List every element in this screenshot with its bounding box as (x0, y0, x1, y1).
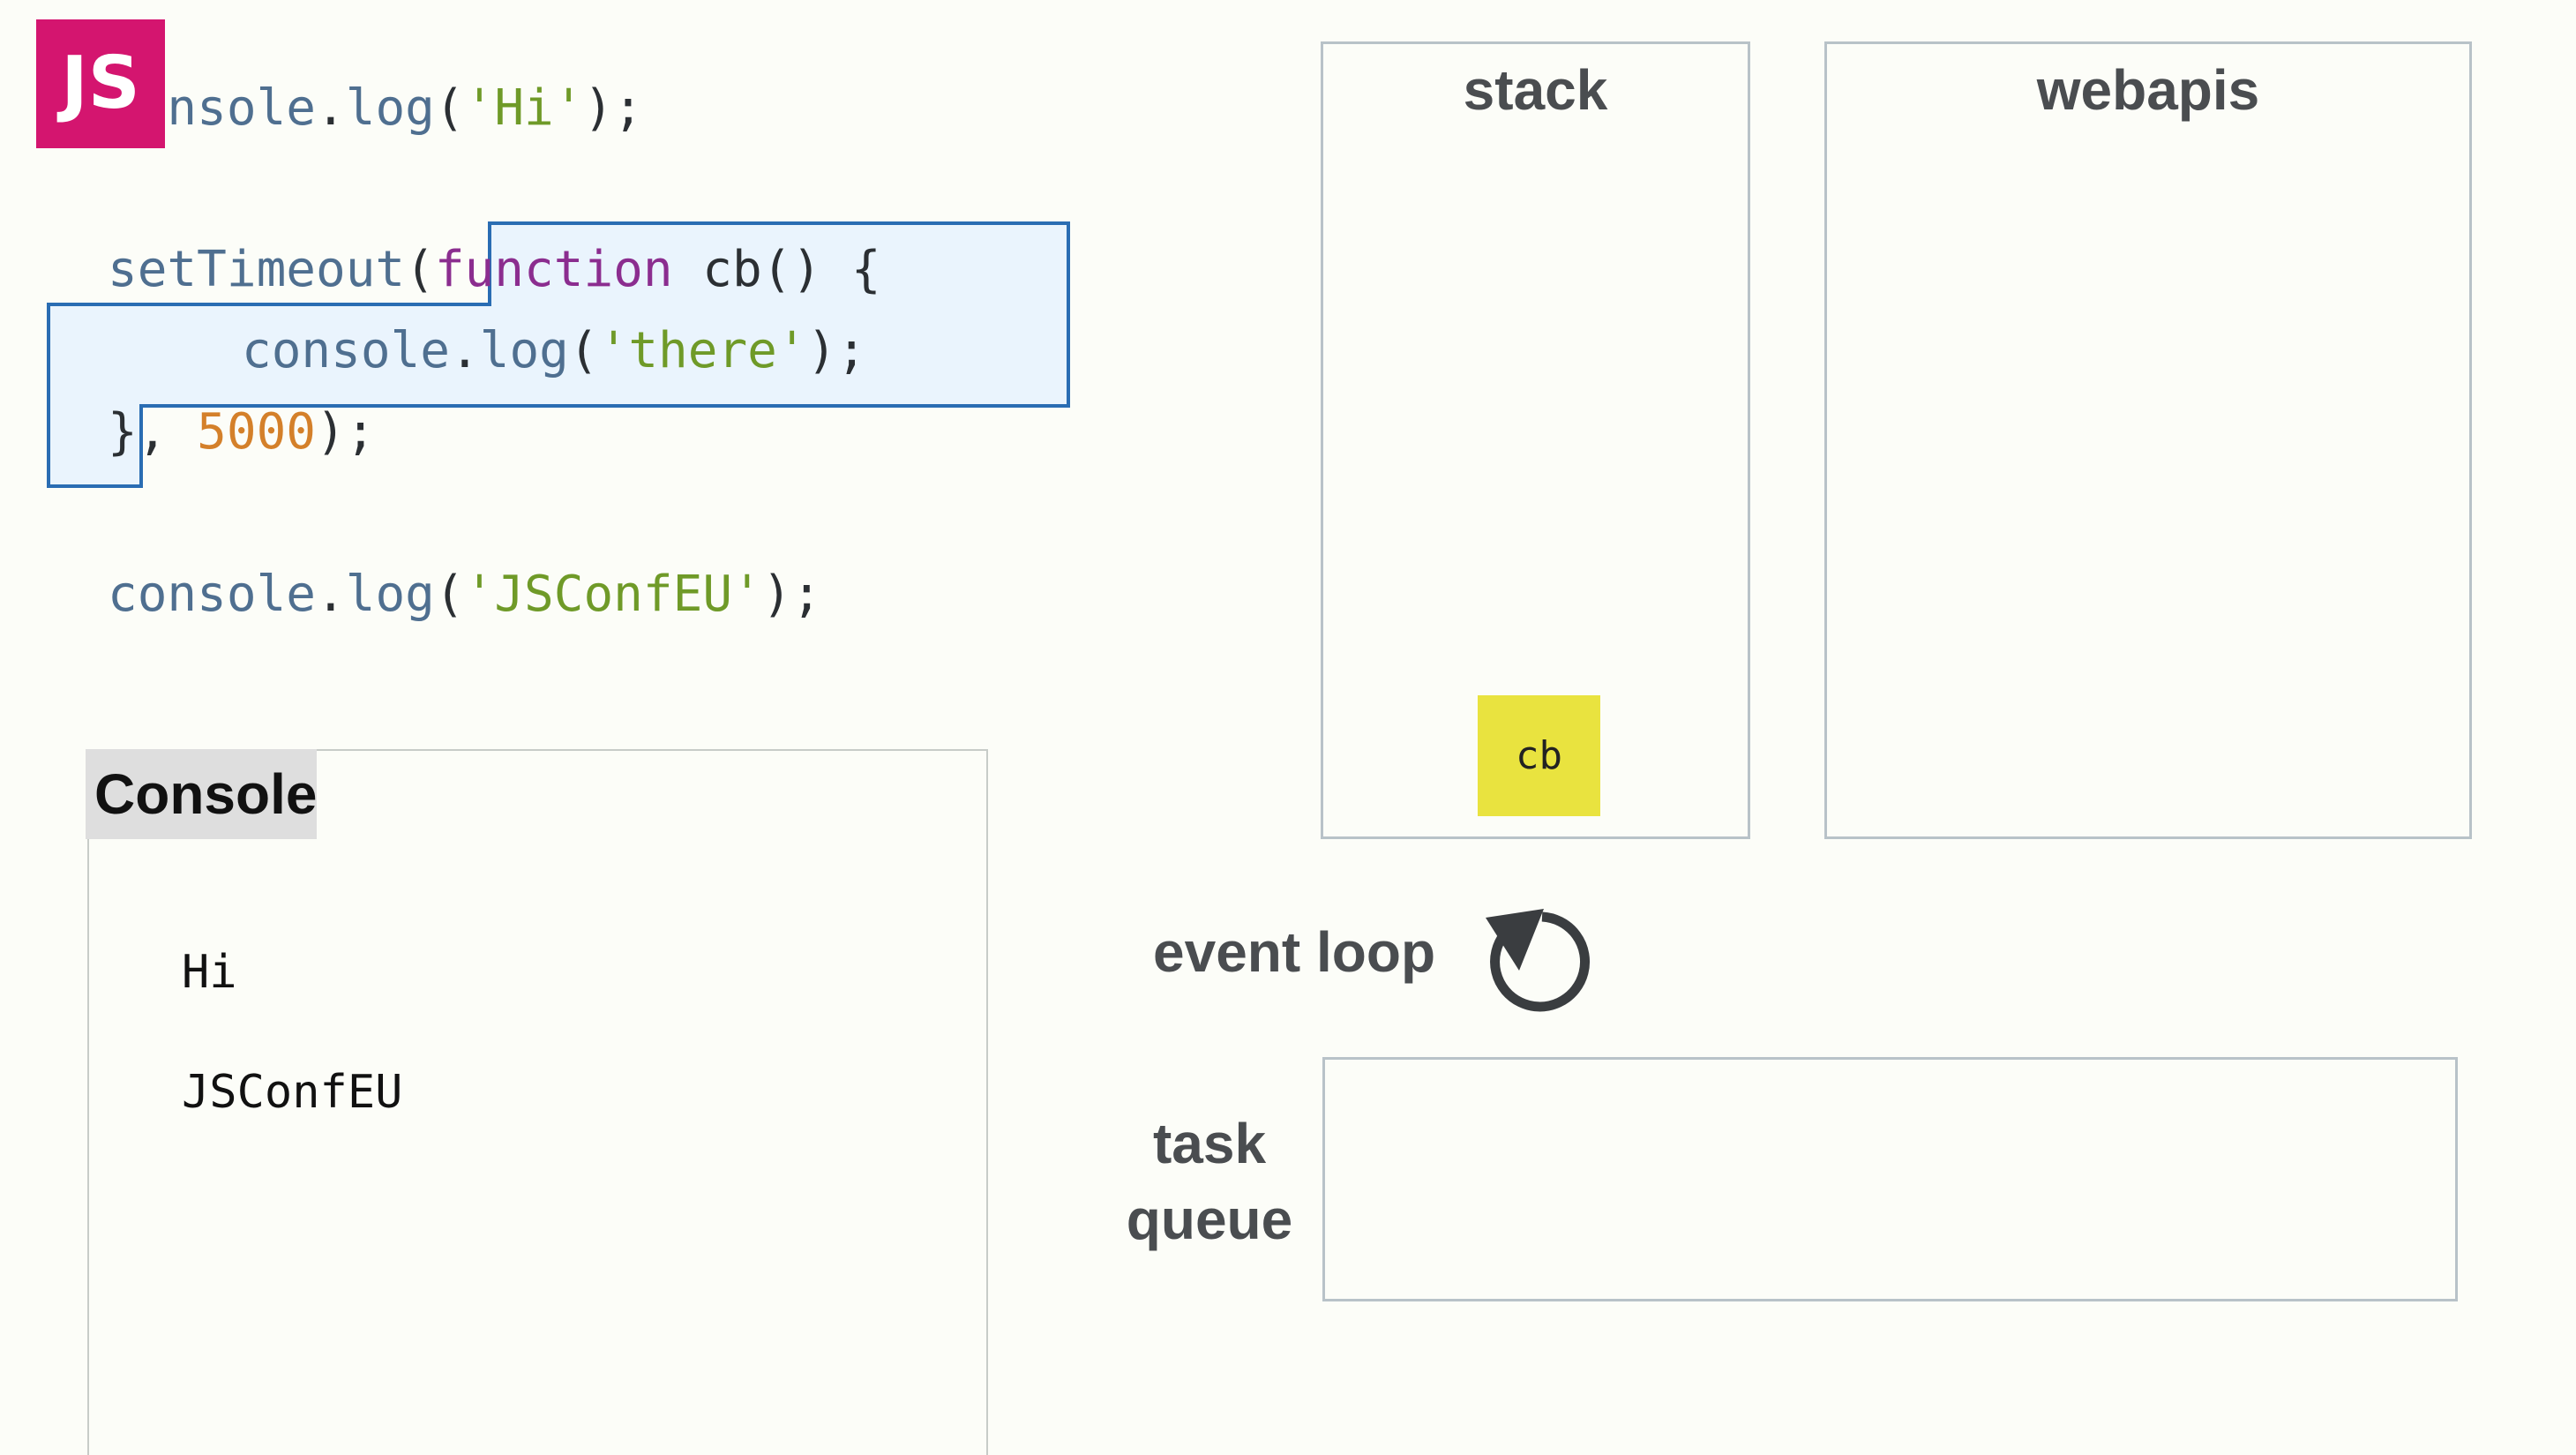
stack-title: stack (1463, 58, 1608, 122)
code-token: 5000 (197, 403, 317, 461)
task-queue-label: task (1152, 1112, 1267, 1175)
code-token: log (345, 79, 435, 137)
js-logo: JS (36, 19, 165, 148)
code-token: 'JSConfEU' (464, 566, 762, 623)
webapis-title: webapis (2036, 58, 2260, 122)
code-token: . (316, 566, 346, 623)
console-output-line: JSConfEU (182, 1066, 403, 1119)
code-token: console (242, 322, 451, 379)
code-token: ( (434, 79, 465, 137)
code-token: ); (316, 403, 376, 461)
code-token: 'there' (598, 322, 807, 379)
code-token: ( (434, 566, 465, 623)
task-queue-box (1322, 1057, 2458, 1301)
code-token: } (108, 403, 138, 461)
console-panel (87, 749, 988, 1455)
console-title: Console (86, 749, 317, 839)
code-token: log (345, 566, 435, 623)
code-token: console (108, 566, 317, 623)
code-token: setTimeout (108, 241, 406, 298)
code-line-3: console.log('there'); (242, 326, 866, 376)
code-token: function (434, 241, 673, 298)
code-token: ); (806, 322, 867, 379)
code-token: log (479, 322, 569, 379)
task-queue-label: queue (1126, 1188, 1293, 1251)
webapis-box (1824, 41, 2472, 839)
console-output-line: Hi (182, 946, 237, 999)
stack-frame: cb (1478, 695, 1600, 816)
code-token: ); (583, 79, 643, 137)
event-loop-label: event loop (1153, 920, 1436, 984)
code-token: ); (761, 566, 822, 623)
code-token: ( (405, 241, 435, 298)
code-line-5: console.log('JSConfEU'); (108, 570, 821, 619)
code-token: . (450, 322, 480, 379)
code-token: cb() { (672, 241, 881, 298)
refresh-icon (1486, 909, 1591, 1012)
code-token: . (316, 79, 346, 137)
code-token: , (137, 403, 168, 461)
code-token: ( (568, 322, 599, 379)
code-token: 'Hi' (464, 79, 584, 137)
code-line-1: console.log('Hi'); (108, 84, 643, 133)
code-line-2: setTimeout(function cb() { (108, 245, 881, 295)
code-line-4: }, 5000); (108, 408, 375, 457)
